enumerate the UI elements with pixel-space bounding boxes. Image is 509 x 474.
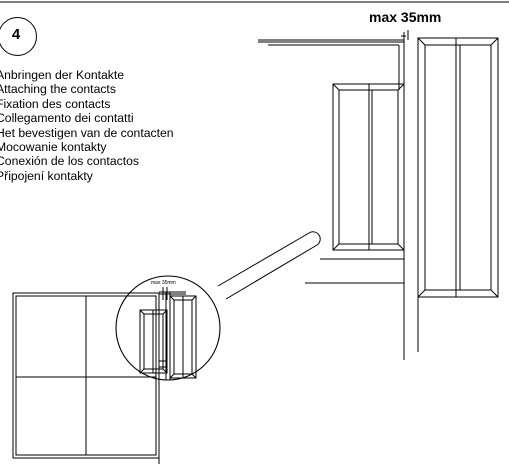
instruction-de: Anbringen der Kontakte: [0, 68, 125, 82]
instruction-es: Conexión de los contactos: [0, 154, 139, 169]
magnet-contact-small: [139, 309, 168, 374]
switch-contact-small: [169, 295, 197, 379]
instruction-cs: Připojení kontakty: [0, 168, 93, 183]
max-gap-label: max 35mm: [369, 9, 442, 25]
instruction-en: Attaching the contacts: [0, 82, 116, 97]
instruction-list: Anbringen der Kontakte Attaching the con…: [0, 68, 174, 183]
window-overview: [12, 287, 186, 464]
instruction-pl: Mocowanie kontakty: [0, 140, 107, 155]
step-number: 4: [11, 26, 21, 43]
max-gap-label-small: max 35mm: [151, 280, 176, 286]
instruction-it: Collegamento dei contatti: [0, 111, 134, 126]
magnifier-handle: [217, 231, 321, 300]
instruction-nl: Het bevestigen van de contacten: [0, 125, 174, 140]
door-frame-detail: [258, 30, 419, 360]
instruction-fr: Fixation des contacts: [0, 96, 111, 111]
step-number-circle: [0, 17, 37, 56]
magnet-contact-large: [332, 83, 405, 251]
magnifier-lens: [115, 275, 221, 381]
switch-contact-large: [417, 37, 499, 298]
